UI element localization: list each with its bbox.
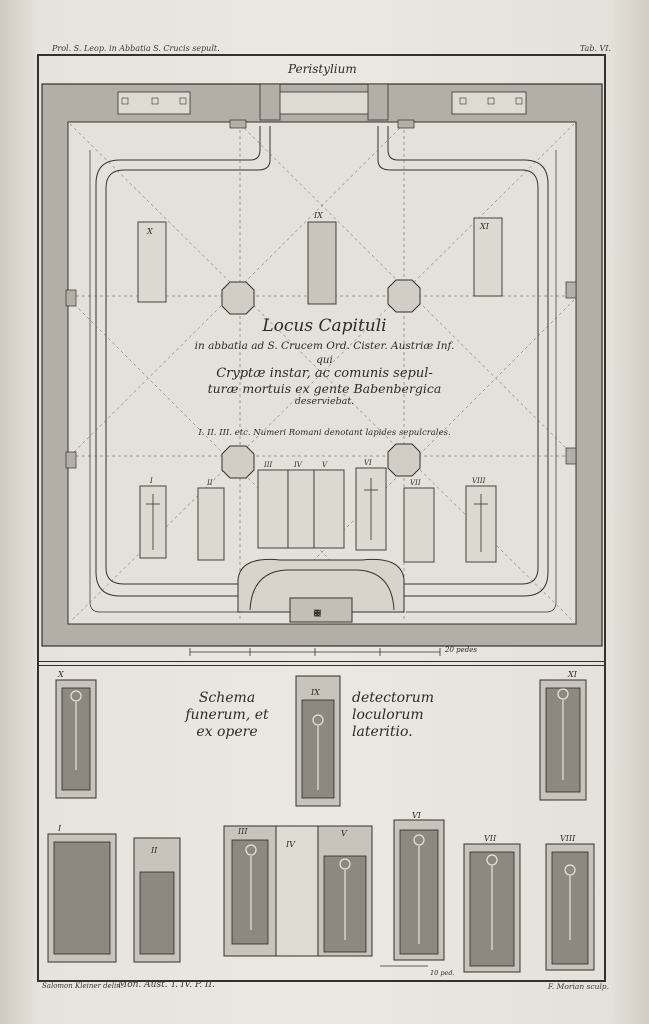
plan-title: Peristylium bbox=[288, 62, 357, 76]
plate-divider bbox=[37, 661, 606, 666]
footer-engraver: F. Morian sculp. bbox=[547, 982, 609, 991]
loculus-label-ii: II bbox=[151, 846, 158, 855]
schema-left-line-1: Schema bbox=[198, 690, 256, 706]
scale-label-lower: 10 ped. bbox=[430, 969, 455, 977]
slab-label-v: V bbox=[322, 461, 328, 469]
slab-label-viii: VIII bbox=[472, 477, 486, 485]
scale-bar-upper bbox=[189, 648, 441, 656]
ambulatory-path bbox=[89, 126, 557, 613]
slab-label-vii: VII bbox=[410, 479, 421, 487]
loculus-label-v: V bbox=[341, 829, 347, 838]
numerals-legend: I. II. III. etc. Numeri Romani denotant … bbox=[198, 428, 451, 438]
schema-left-line-3: ex opere bbox=[196, 724, 258, 740]
wall-openings bbox=[121, 97, 523, 105]
loculus-label-x: X bbox=[58, 670, 64, 679]
loculus-label-ix: IX bbox=[311, 688, 320, 697]
schema-right-line-3: lateritio. bbox=[352, 724, 413, 740]
loculus-label-i: I bbox=[58, 824, 62, 833]
loculus-label-viii: VIII bbox=[560, 834, 576, 843]
loculus-label-iv: IV bbox=[286, 840, 295, 849]
svg-text:✠: ✠ bbox=[314, 609, 321, 618]
locus-line-2: qui bbox=[316, 354, 333, 366]
plate-frame bbox=[37, 54, 606, 982]
slab-label-vi: VI bbox=[364, 459, 372, 467]
loculus-label-vi: VI bbox=[412, 811, 421, 820]
scale-label-upper: 20 pedes bbox=[445, 646, 477, 654]
apse: ✠ bbox=[237, 558, 405, 623]
slab-label-xi: XI bbox=[480, 222, 489, 231]
loculus-label-xi: XI bbox=[568, 670, 577, 679]
footer-delineator: Salomon Kleiner delin. bbox=[42, 982, 123, 990]
slab-label-x: X bbox=[147, 227, 153, 236]
loculus-label-iii: III bbox=[238, 827, 248, 836]
slab-label-iv: IV bbox=[294, 461, 302, 469]
slab-cross-marks bbox=[146, 478, 488, 552]
locus-line-3: Cryptæ instar, ac comunis sepul- bbox=[216, 366, 433, 381]
slab-label-iii: III bbox=[264, 461, 273, 469]
locus-title: Locus Capituli bbox=[262, 316, 387, 336]
schema-text-left: Schema funerum, et ex opere bbox=[172, 690, 282, 741]
schema-left-line-2: funerum, et bbox=[185, 707, 269, 723]
locus-line-1: in abbatia ad S. Crucem Ord. Cister. Aus… bbox=[194, 340, 455, 352]
schema-right-line-1: detectorum bbox=[352, 690, 435, 706]
schema-right-line-2: loculorum bbox=[352, 707, 424, 723]
loculus-label-vii: VII bbox=[484, 834, 497, 843]
slab-label-ii: II bbox=[207, 479, 213, 487]
slab-label-ix: IX bbox=[314, 211, 323, 220]
plate-number: Tab. VI. bbox=[579, 44, 611, 53]
locus-line-5: deserviebat. bbox=[294, 396, 355, 407]
slab-label-i: I bbox=[150, 477, 153, 485]
pier-bases bbox=[221, 279, 421, 479]
footer-reference: Mon. Aust. T. IV. P. II. bbox=[118, 980, 215, 990]
running-header-left: Prol. S. Leop. in Abbatia S. Crucis sepu… bbox=[52, 44, 220, 53]
wall-pilasters bbox=[65, 119, 577, 469]
skeleton-sketches bbox=[70, 688, 576, 950]
locus-line-4: turæ mortuis ex gente Babenbergica bbox=[207, 381, 442, 396]
schema-text-right: detectorum loculorum lateritio. bbox=[352, 690, 434, 741]
